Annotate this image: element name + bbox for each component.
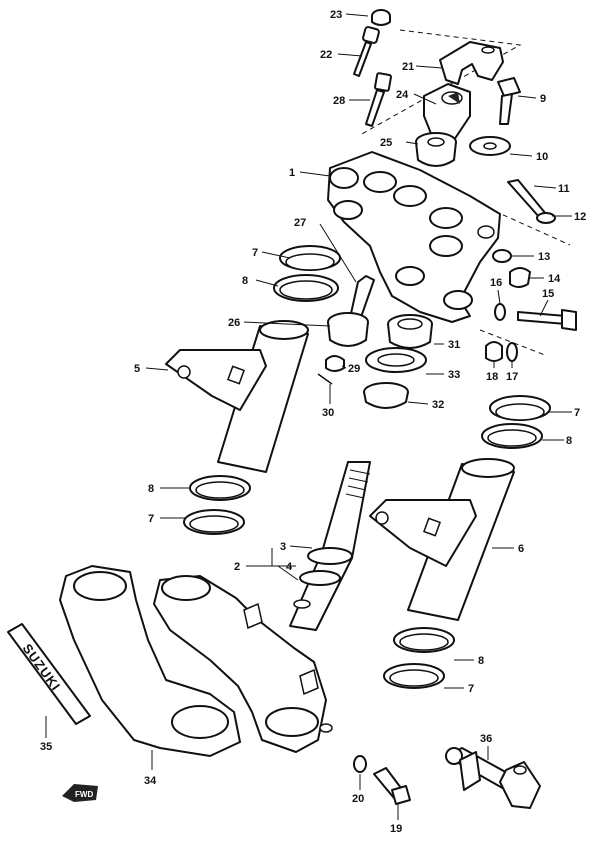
part-7-seal-upper-left bbox=[279, 245, 341, 271]
part-31-bearing-nut bbox=[387, 314, 433, 349]
part-17-washer bbox=[506, 342, 518, 362]
callout-8d: 8 bbox=[478, 655, 484, 667]
callout-28: 28 bbox=[333, 95, 345, 107]
part-28-bolt bbox=[365, 72, 392, 127]
part-20-washer bbox=[353, 755, 367, 773]
callout-14: 14 bbox=[548, 273, 561, 285]
callout-35: 35 bbox=[40, 741, 52, 753]
part-16-washer bbox=[494, 303, 506, 321]
callout-26: 26 bbox=[228, 317, 240, 329]
fwd-arrow-icon: FWD bbox=[62, 784, 98, 802]
part-10-washer bbox=[469, 136, 511, 156]
callout-12: 12 bbox=[574, 211, 586, 223]
part-2-steering-stem bbox=[289, 461, 371, 631]
fwd-label: FWD bbox=[75, 790, 93, 799]
callout-11: 11 bbox=[558, 183, 570, 195]
part-19-bolt bbox=[373, 767, 411, 805]
callout-4: 4 bbox=[286, 561, 293, 573]
part-34-lower-bracket bbox=[153, 575, 333, 753]
callout-5: 5 bbox=[134, 363, 140, 375]
callout-25: 25 bbox=[380, 137, 392, 149]
callout-8b: 8 bbox=[566, 435, 572, 447]
callout-10: 10 bbox=[536, 151, 548, 163]
part-29-nut bbox=[325, 355, 345, 372]
callout-19: 19 bbox=[390, 823, 402, 835]
part-8-ring-upper-left bbox=[273, 274, 339, 302]
callout-16: 16 bbox=[490, 277, 502, 289]
part-7-seal-upper-right bbox=[489, 395, 551, 421]
callout-7a: 7 bbox=[252, 247, 258, 259]
callout-3: 3 bbox=[280, 541, 286, 553]
callout-29: 29 bbox=[348, 363, 360, 375]
part-7-seal-lower-right bbox=[383, 663, 445, 689]
part-8-ring-upper-right bbox=[481, 423, 543, 449]
part-14-nut bbox=[509, 267, 531, 288]
callout-21: 21 bbox=[402, 61, 414, 73]
part-6-headlight-bracket-right bbox=[369, 458, 515, 621]
callout-8a: 8 bbox=[242, 275, 248, 287]
callout-9: 9 bbox=[540, 93, 546, 105]
callout-33: 33 bbox=[448, 369, 460, 381]
callout-23: 23 bbox=[330, 9, 342, 21]
callout-32: 32 bbox=[432, 399, 444, 411]
part-5-headlight-bracket-left bbox=[165, 320, 309, 473]
callout-7c: 7 bbox=[148, 513, 154, 525]
part-18-nut bbox=[485, 341, 503, 362]
emblem-text: SUZUKI bbox=[20, 641, 64, 694]
callout-34: 34 bbox=[144, 775, 157, 787]
callout-13: 13 bbox=[538, 251, 550, 263]
part-27-stem bbox=[349, 275, 375, 321]
callout-30: 30 bbox=[322, 407, 334, 419]
callout-6: 6 bbox=[518, 543, 524, 555]
callout-7b: 7 bbox=[574, 407, 580, 419]
part-21-handlebar-clamp bbox=[439, 41, 504, 85]
callout-24: 24 bbox=[396, 89, 409, 101]
part-25-spacer bbox=[415, 132, 457, 167]
part-7-seal-mid-left bbox=[183, 509, 245, 535]
callout-27: 27 bbox=[294, 217, 306, 229]
callout-31: 31 bbox=[448, 339, 460, 351]
callout-20: 20 bbox=[352, 793, 364, 805]
callout-22: 22 bbox=[320, 49, 332, 61]
callout-36: 36 bbox=[480, 733, 492, 745]
part-26-stem-nut bbox=[327, 312, 369, 347]
part-33-bearing bbox=[365, 347, 427, 373]
callout-1: 1 bbox=[289, 167, 295, 179]
part-1-upper-bracket bbox=[327, 151, 501, 323]
callout-17: 17 bbox=[506, 371, 518, 383]
part-12-washer bbox=[536, 212, 556, 224]
callout-15: 15 bbox=[542, 288, 554, 300]
part-13-nut bbox=[492, 249, 512, 263]
part-9-bolt bbox=[497, 77, 521, 125]
callout-2: 2 bbox=[234, 561, 240, 573]
part-8-ring-mid-left bbox=[189, 475, 251, 501]
part-11-bolt bbox=[507, 179, 547, 219]
part-15-bolt bbox=[517, 309, 577, 331]
callout-7d: 7 bbox=[468, 683, 474, 695]
part-32-race bbox=[363, 382, 409, 409]
part-36-steering-lock bbox=[445, 747, 541, 809]
part-30-pin bbox=[317, 373, 333, 385]
leader-lines bbox=[45, 13, 572, 820]
callout-8c: 8 bbox=[148, 483, 154, 495]
callout-labels: 23 22 21 28 24 9 25 10 1 11 12 27 7 13 8… bbox=[40, 9, 586, 835]
callout-18: 18 bbox=[486, 371, 498, 383]
part-34-cover bbox=[59, 565, 241, 757]
part-8-ring-lower-right bbox=[393, 627, 455, 653]
part-24-handlebar-holder bbox=[423, 83, 471, 141]
part-23-cap bbox=[371, 9, 391, 26]
part-22-bolt bbox=[353, 26, 380, 77]
